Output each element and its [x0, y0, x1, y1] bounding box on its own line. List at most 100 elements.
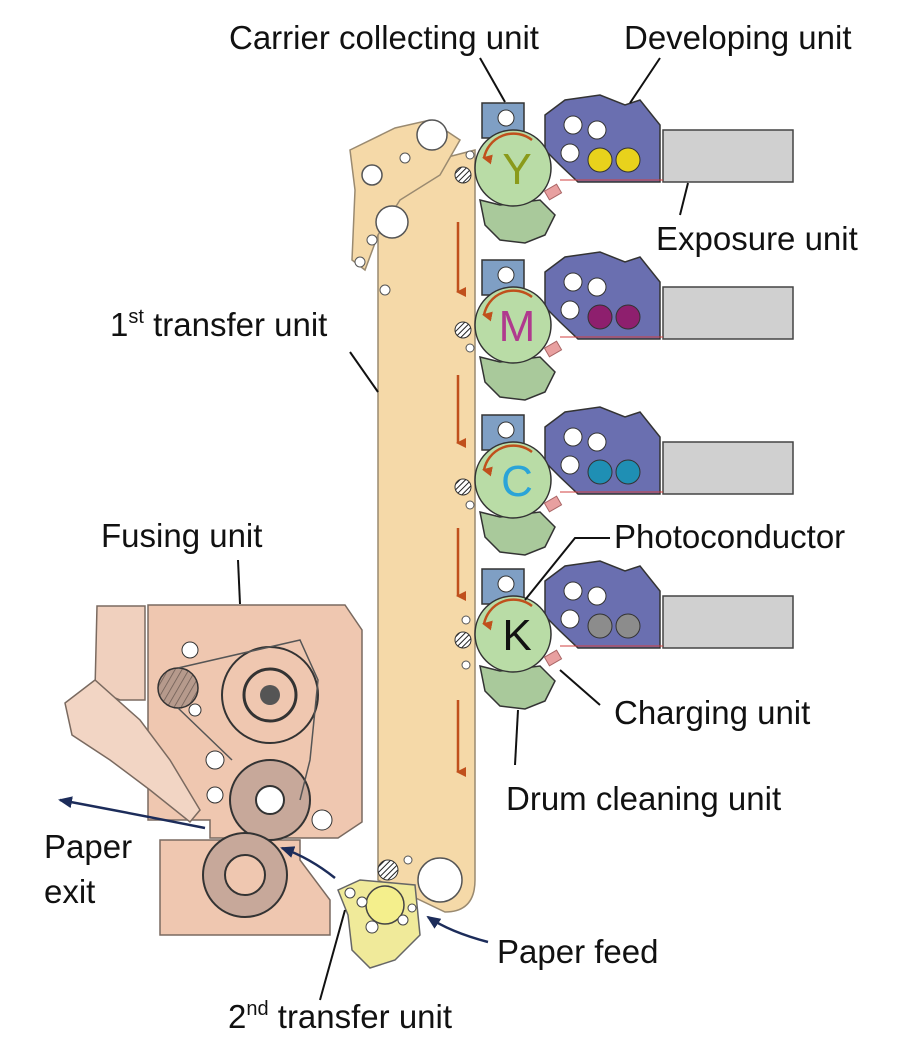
label-drum-cleaning-unit: Drum cleaning unit [506, 780, 781, 817]
developing-roller-m-3 [587, 277, 607, 297]
carrier-roller-c [497, 421, 515, 439]
carrier-roller-m [497, 266, 515, 284]
first-transfer-roller-y [454, 166, 472, 184]
drum-letter-k: K [502, 611, 531, 660]
leader-fusing [237, 559, 241, 605]
drum-rotation-arrow-y [482, 132, 533, 165]
developing-roller-k-1 [563, 581, 583, 601]
developing-roller-c-3 [587, 432, 607, 452]
fusing-gear-a [181, 641, 199, 659]
label-developing-unit: Developing unit [624, 19, 852, 56]
belt-body [377, 149, 476, 913]
leader-drum-cleaning [514, 709, 519, 766]
belt-tension-frame [349, 119, 461, 272]
station-m: M [474, 251, 794, 401]
toner-auger-y-1 [587, 147, 613, 173]
paper-path-arrow [280, 846, 336, 879]
developing-roller-m-2 [560, 300, 580, 320]
toner-auger-m-1 [587, 304, 613, 330]
belt-small-roller-1 [399, 152, 411, 164]
first-transfer-roller-k [454, 631, 472, 649]
label-carrier-collecting-unit: Carrier collecting unit [229, 19, 539, 56]
fusing-small-roller-c [311, 809, 333, 831]
developing-roller-c-2 [560, 455, 580, 475]
fusing-small-roller-a [205, 750, 225, 770]
belt-guide-roller-4 [461, 615, 471, 625]
fusing-gear-b [188, 703, 202, 717]
label-paper-feed: Paper feed [497, 933, 658, 970]
second-transfer-small-roller-4 [397, 914, 409, 926]
label-second-transfer-text: transfer unit [269, 998, 452, 1035]
leader-first-transfer [349, 351, 379, 393]
intermediate-transfer-belt [349, 119, 476, 913]
paper-feed-arrow [426, 915, 489, 944]
belt-small-roller-4 [354, 256, 366, 268]
drum-rotation-arrow-c [482, 444, 533, 477]
second-transfer-small-roller-3 [365, 920, 379, 934]
charging-unit-k [543, 649, 563, 667]
fusing-unit-left-frame [94, 605, 146, 701]
toner-auger-k-1 [587, 613, 613, 639]
photoconductor-drum-m [474, 286, 552, 364]
fusing-roller-core [255, 785, 285, 815]
label-first-transfer-superscript: st [128, 306, 144, 328]
station-k: K [474, 560, 794, 710]
drum-rotation-arrow-k [482, 598, 533, 631]
label-charging-unit: Charging unit [614, 694, 810, 731]
label-second-transfer-superscript: nd [246, 998, 268, 1020]
belt-small-roller-2 [366, 234, 378, 246]
belt-drive-roller-top [416, 119, 448, 151]
label-first-transfer-unit: 1st transfer unit [110, 306, 327, 343]
belt-cleaning-brush [377, 859, 399, 881]
pressure-roller-core [224, 854, 266, 896]
second-transfer-small-roller-1 [344, 887, 356, 899]
second-transfer-small-roller-2 [356, 896, 368, 908]
toner-auger-c-1 [587, 459, 613, 485]
belt-idle-roller [361, 164, 383, 186]
drum-rotation-arrow-m [482, 289, 533, 322]
toner-auger-m-2 [615, 304, 641, 330]
drum-letter-m: M [499, 302, 536, 351]
station-c: C [474, 406, 794, 556]
fusing-web-roller [157, 667, 199, 709]
exposure-unit-c [662, 441, 794, 495]
belt-guide-roller-2 [465, 343, 475, 353]
label-exposure-unit: Exposure unit [656, 220, 858, 257]
second-transfer-unit [337, 879, 421, 969]
label-fusing-unit: Fusing unit [101, 517, 262, 554]
label-first-transfer-text: transfer unit [144, 306, 327, 343]
fusing-unit-exit-guide [64, 679, 201, 824]
photoconductor-drum-k [474, 595, 552, 673]
leader-second-transfer [319, 909, 346, 1001]
label-paper-exit-line2: exit [44, 873, 95, 910]
heat-roller-hub [260, 685, 280, 705]
fusing-belt-path [177, 639, 319, 801]
toner-auger-k-2 [615, 613, 641, 639]
drum-letter-c: C [501, 457, 533, 506]
belt-lower-small-roller [403, 855, 413, 865]
toner-auger-y-2 [615, 147, 641, 173]
carrier-roller-y [497, 109, 515, 127]
photoconductor-drum-c [474, 441, 552, 519]
belt-guide-roller-3 [465, 500, 475, 510]
developing-roller-m-1 [563, 272, 583, 292]
station-y: Y [474, 94, 794, 244]
exposure-unit-m [662, 286, 794, 340]
photoconductor-drum-y [474, 129, 552, 207]
charging-unit-m [543, 340, 563, 358]
drum-letter-y: Y [502, 145, 531, 194]
exposure-unit-y [662, 129, 794, 183]
developing-roller-y-2 [560, 143, 580, 163]
developing-roller-k-2 [560, 609, 580, 629]
label-second-transfer-number: 2 [228, 998, 246, 1035]
developing-roller-k-3 [587, 586, 607, 606]
first-transfer-roller-c [454, 478, 472, 496]
belt-guide-roller-1 [465, 150, 475, 160]
toner-auger-c-2 [615, 459, 641, 485]
belt-backup-roller [417, 857, 463, 903]
second-transfer-small-roller-5 [407, 903, 417, 913]
charging-unit-y [543, 183, 563, 201]
paper-exit-arrow [58, 796, 206, 830]
label-first-transfer-number: 1 [110, 306, 128, 343]
